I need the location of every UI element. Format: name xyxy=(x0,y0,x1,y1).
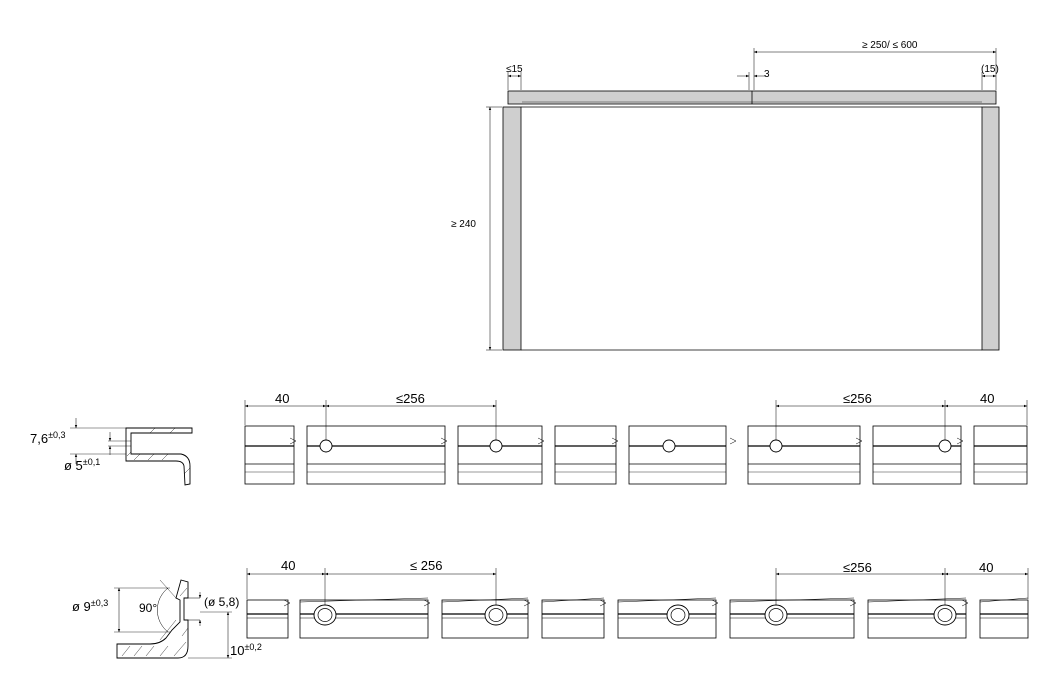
rail-a-hole xyxy=(769,439,783,453)
rail-b-hole xyxy=(313,604,337,626)
dim-rail-a-edge-left: 40 xyxy=(275,391,289,406)
profile-b-hatch xyxy=(159,645,169,657)
profile-a: 7,6±0,3 ø 5±0,1 xyxy=(30,418,193,486)
break-mark xyxy=(537,437,545,445)
dim-gap-left: ≤15 xyxy=(506,64,523,75)
dim-rail-a-edge-right: 40 xyxy=(980,391,994,406)
profile-b-hatch xyxy=(133,645,143,657)
dim-gap-center: 3 xyxy=(764,69,770,80)
rail-b-segment xyxy=(246,599,289,639)
dim-profile-b-angle: 90° xyxy=(139,601,157,615)
rail-a-hole xyxy=(489,439,503,453)
rail-b-hole xyxy=(666,604,690,626)
profile-b-hatch xyxy=(121,645,131,657)
break-mark xyxy=(423,599,431,607)
profile-b: 90° ø 9±0,3 (ø 5,8) 10±0,2 xyxy=(72,579,262,659)
dim-height: ≥ 240 xyxy=(451,219,476,230)
dim-rail-b-edge-right: 40 xyxy=(979,560,993,575)
dim-rail-b-spacing-left: ≤ 256 xyxy=(410,558,442,573)
ext-line xyxy=(159,579,177,599)
rail-a-segment xyxy=(457,425,543,485)
rail-b-segment xyxy=(729,599,855,639)
profile-b-hatch xyxy=(179,587,188,597)
dim-profile-a-height: 7,6±0,3 xyxy=(30,430,66,446)
profile-b-section xyxy=(116,579,189,659)
rail-b-segment xyxy=(541,599,605,639)
rail-b-hole xyxy=(764,604,788,626)
dim-profile-b-dia: ø 9±0,3 xyxy=(72,598,108,614)
profile-b-hatch xyxy=(145,645,155,657)
dim-profile-b-height: 10±0,2 xyxy=(230,642,262,658)
break-mark xyxy=(855,437,863,445)
rail-b-segment xyxy=(617,599,717,639)
profile-a-hatch xyxy=(183,467,191,475)
rail-b-segment xyxy=(979,599,1029,639)
profile-a-hatch xyxy=(147,453,155,461)
break-mark xyxy=(711,599,719,607)
profile-a-hatch xyxy=(133,453,141,461)
break-mark xyxy=(849,599,857,607)
profile-b-angle-arc xyxy=(157,587,169,633)
profile-a-hatch xyxy=(161,453,169,461)
ext-line xyxy=(159,619,177,641)
profile-b-hatch xyxy=(173,641,187,657)
dim-rail-b-spacing-right: ≤256 xyxy=(843,560,872,575)
dim-span: ≥ 250/ ≤ 600 xyxy=(862,40,918,51)
rail-b: 40 ≤ 256 ≤256 40 xyxy=(246,558,1029,639)
rail-a-segment xyxy=(554,425,617,485)
dim-rail-a-spacing-left: ≤256 xyxy=(396,391,425,406)
dim-profile-a-hole: ø 5±0,1 xyxy=(64,457,100,473)
break-mark xyxy=(289,437,297,445)
rail-a-segment xyxy=(872,425,962,485)
rail-a-segment xyxy=(628,425,727,485)
profile-a-section xyxy=(125,427,193,486)
rail-a-segment xyxy=(306,425,446,485)
profile-b-hatch xyxy=(181,627,189,637)
rail-a-segment xyxy=(747,425,861,485)
rail-a-hole xyxy=(662,439,676,453)
break-mark xyxy=(729,437,737,445)
rail-b-hole xyxy=(933,604,957,626)
break-mark xyxy=(440,437,448,445)
top-view: ≤15 3 ≥ 250/ ≤ 600 (15) ≥ 240 xyxy=(451,40,1000,351)
rail-b-segment xyxy=(441,599,529,639)
rail-b-hole xyxy=(484,604,508,626)
profile-a-hatch xyxy=(149,427,156,434)
profile-a-hatch xyxy=(169,427,176,434)
dim-rail-a-spacing-right: ≤256 xyxy=(843,391,872,406)
rail-a-segment xyxy=(244,425,295,485)
profile-a-hatch xyxy=(126,451,132,457)
break-mark xyxy=(283,599,291,607)
rail-a: 40 ≤256 ≤256 40 xyxy=(244,391,1028,485)
left-side-panel xyxy=(502,106,522,351)
break-mark xyxy=(611,437,619,445)
break-mark xyxy=(599,599,607,607)
rail-a-hole xyxy=(319,439,333,453)
rail-b-top-strip xyxy=(299,597,1029,603)
dim-rail-b-edge-left: 40 xyxy=(281,558,295,573)
right-side-panel xyxy=(981,106,1000,351)
break-mark xyxy=(523,599,531,607)
rail-a-segment xyxy=(973,425,1028,485)
break-mark xyxy=(961,599,969,607)
break-mark xyxy=(956,437,964,445)
rail-a-hole xyxy=(938,439,952,453)
dim-gap-right: (15) xyxy=(981,64,999,75)
dim-profile-b-hole: (ø 5,8) xyxy=(204,595,239,609)
